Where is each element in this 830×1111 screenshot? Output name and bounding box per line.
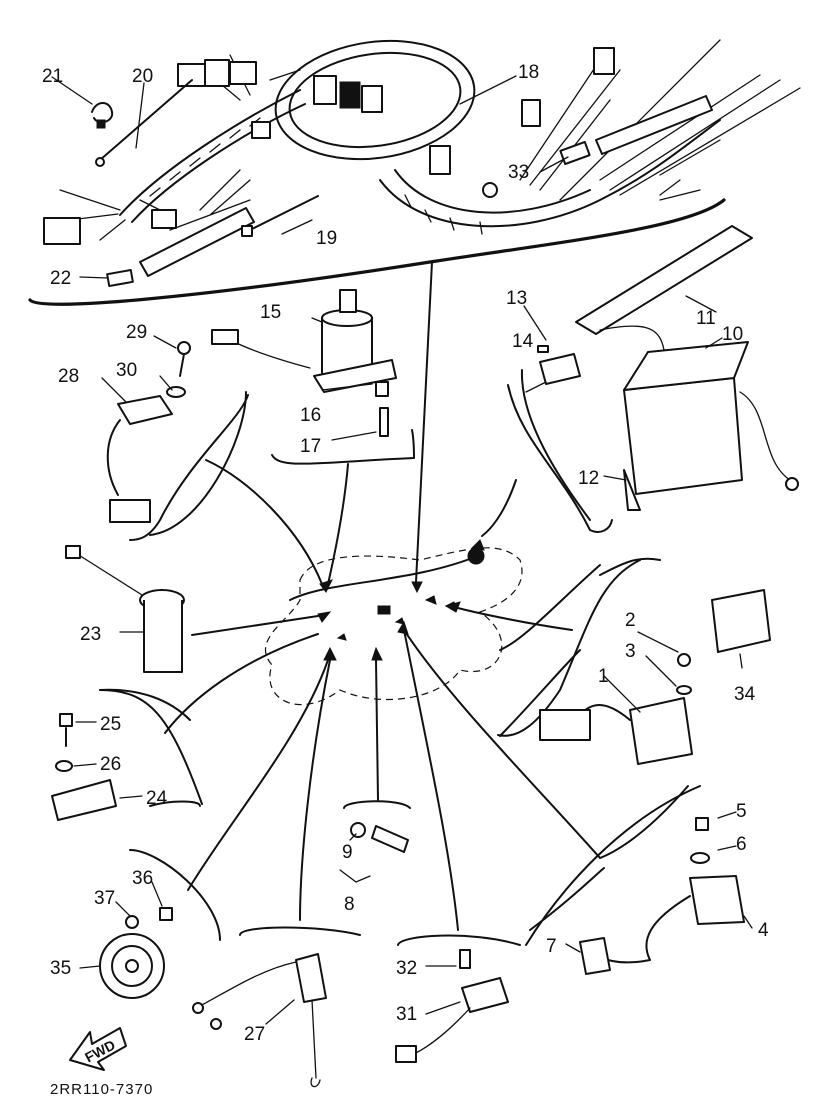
- callout-28: 28: [58, 366, 79, 387]
- callout-12: 12: [578, 468, 599, 489]
- callout-6: 6: [736, 834, 747, 855]
- relay-drawing: [101, 335, 191, 523]
- callout-11: 11: [696, 308, 716, 329]
- horn-drawing: [79, 881, 173, 999]
- callout-1: 1: [598, 666, 609, 687]
- callout-labels: 1 2 3 4 5 6 7 8 9 10 11 12 13 14 15 16 1…: [42, 62, 769, 1045]
- callout-2: 2: [625, 610, 636, 631]
- plug-cap-drawing: [192, 953, 327, 1088]
- callout-15: 15: [260, 302, 281, 323]
- fwd-arrow-icon: FWD: [69, 1027, 127, 1071]
- frame-outline: [264, 547, 523, 706]
- sensor-drawing: [395, 949, 509, 1063]
- callout-13: 13: [506, 288, 527, 309]
- callout-34: 34: [734, 684, 756, 705]
- callout-14: 14: [512, 331, 534, 352]
- ignition-coil-drawing: [565, 811, 753, 975]
- callout-25: 25: [100, 714, 121, 735]
- main-switch-drawing: [211, 289, 397, 441]
- callout-32: 32: [396, 958, 417, 979]
- callout-7: 7: [546, 936, 557, 957]
- callout-35: 35: [50, 958, 71, 979]
- routing-leaders: [99, 261, 689, 931]
- flasher-drawing: [65, 545, 185, 673]
- callout-27: 27: [244, 1024, 265, 1045]
- neutral-switch-drawing: [339, 822, 409, 883]
- drawing-code: 2RR110-7370: [50, 1081, 153, 1098]
- callout-36: 36: [132, 868, 153, 889]
- callout-22: 22: [50, 268, 71, 289]
- callout-24: 24: [146, 788, 168, 809]
- callout-20: 20: [132, 66, 153, 87]
- callout-33: 33: [508, 162, 529, 183]
- callout-31: 31: [396, 1004, 417, 1025]
- callout-30: 30: [116, 360, 137, 381]
- callout-26: 26: [100, 754, 121, 775]
- callout-3: 3: [625, 641, 636, 662]
- callout-37: 37: [94, 888, 115, 909]
- callout-19: 19: [316, 228, 337, 249]
- callout-21: 21: [42, 66, 63, 87]
- cdi-drawing: [539, 589, 771, 765]
- harness-panel: [28, 39, 801, 306]
- callout-9: 9: [342, 842, 353, 863]
- callout-18: 18: [518, 62, 539, 83]
- regulator-drawing: [51, 713, 143, 821]
- panel-brackets: [99, 384, 701, 946]
- battery-drawing: [523, 225, 799, 511]
- callout-8: 8: [344, 894, 355, 915]
- callout-5: 5: [736, 801, 747, 822]
- callout-16: 16: [300, 405, 321, 426]
- callout-4: 4: [758, 920, 769, 941]
- callout-17: 17: [300, 436, 321, 457]
- callout-29: 29: [126, 322, 147, 343]
- callout-23: 23: [80, 624, 101, 645]
- callout-10: 10: [722, 324, 743, 345]
